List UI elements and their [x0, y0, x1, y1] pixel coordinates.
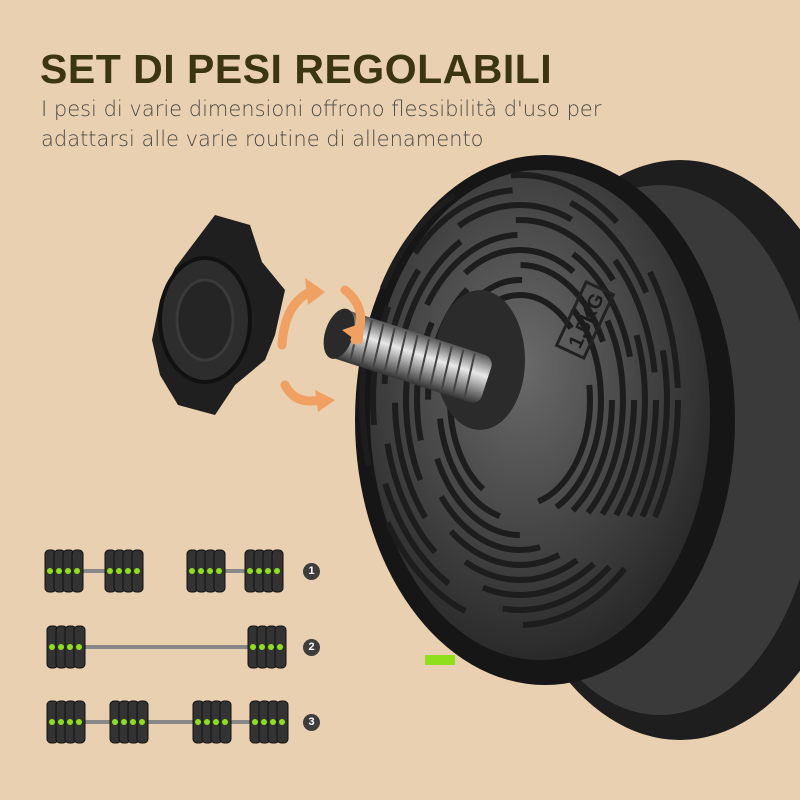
weight-plate-stack	[44, 549, 84, 593]
config-number-3: 3	[303, 714, 320, 731]
bar-handle	[80, 720, 275, 724]
rotate-arrows-icon	[277, 278, 366, 412]
bar-handle	[75, 569, 110, 573]
weight-plate-stack	[104, 549, 144, 593]
page-subtitle: I pesi di varie dimensioni offrono fless…	[41, 97, 602, 151]
lock-nut-icon	[152, 215, 285, 415]
weight-plate-stack	[109, 700, 149, 744]
weight-plate-stack	[244, 549, 284, 593]
weight-plate-icon: 1.5KG	[355, 155, 735, 685]
weight-plate-stack	[249, 700, 289, 744]
weight-plate-stack	[46, 700, 86, 744]
weight-plate-stack	[46, 625, 86, 669]
weight-plate-stack	[192, 700, 232, 744]
config-number-1: 1	[303, 563, 320, 580]
weight-plate-stack	[186, 549, 226, 593]
weight-plate-stack	[247, 625, 287, 669]
bar-handle	[80, 645, 255, 649]
page-title: SET DI PESI REGOLABILI	[40, 46, 553, 92]
config-number-2: 2	[303, 639, 320, 656]
bar-handle	[215, 569, 250, 573]
threaded-shaft	[323, 308, 492, 403]
